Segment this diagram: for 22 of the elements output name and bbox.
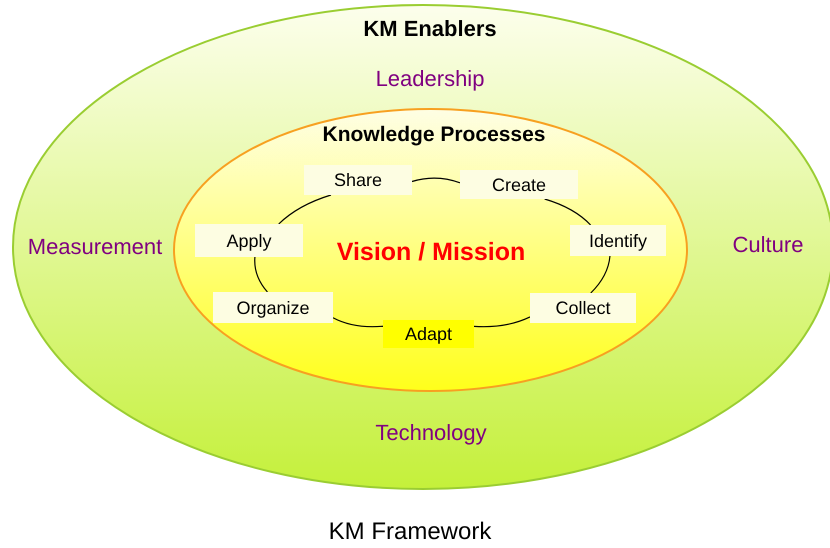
enabler-label: Technology xyxy=(375,422,487,444)
process-box: Create xyxy=(460,170,578,199)
cycle-line xyxy=(590,256,611,294)
process-box: Adapt xyxy=(383,320,474,348)
cycle-line xyxy=(278,194,332,224)
cycle-line xyxy=(254,256,268,292)
processes-heading: Knowledge Processes xyxy=(322,124,546,145)
caption: KM Framework xyxy=(328,520,492,544)
enablers-heading: KM Enablers xyxy=(363,18,497,40)
cycle-line xyxy=(412,178,460,184)
process-box: Organize xyxy=(213,292,333,323)
cycle-line xyxy=(544,198,592,226)
enabler-label: Measurement xyxy=(28,236,162,258)
cycle-line xyxy=(332,317,384,328)
enabler-label: Culture xyxy=(732,234,804,256)
enabler-label: Leadership xyxy=(376,68,484,90)
process-box: Identify xyxy=(570,225,666,256)
process-box: Apply xyxy=(195,224,303,257)
process-box: Share xyxy=(304,165,412,195)
process-box: Collect xyxy=(530,293,636,323)
cycle-line xyxy=(474,316,530,328)
center-text: Vision / Mission xyxy=(336,240,526,265)
